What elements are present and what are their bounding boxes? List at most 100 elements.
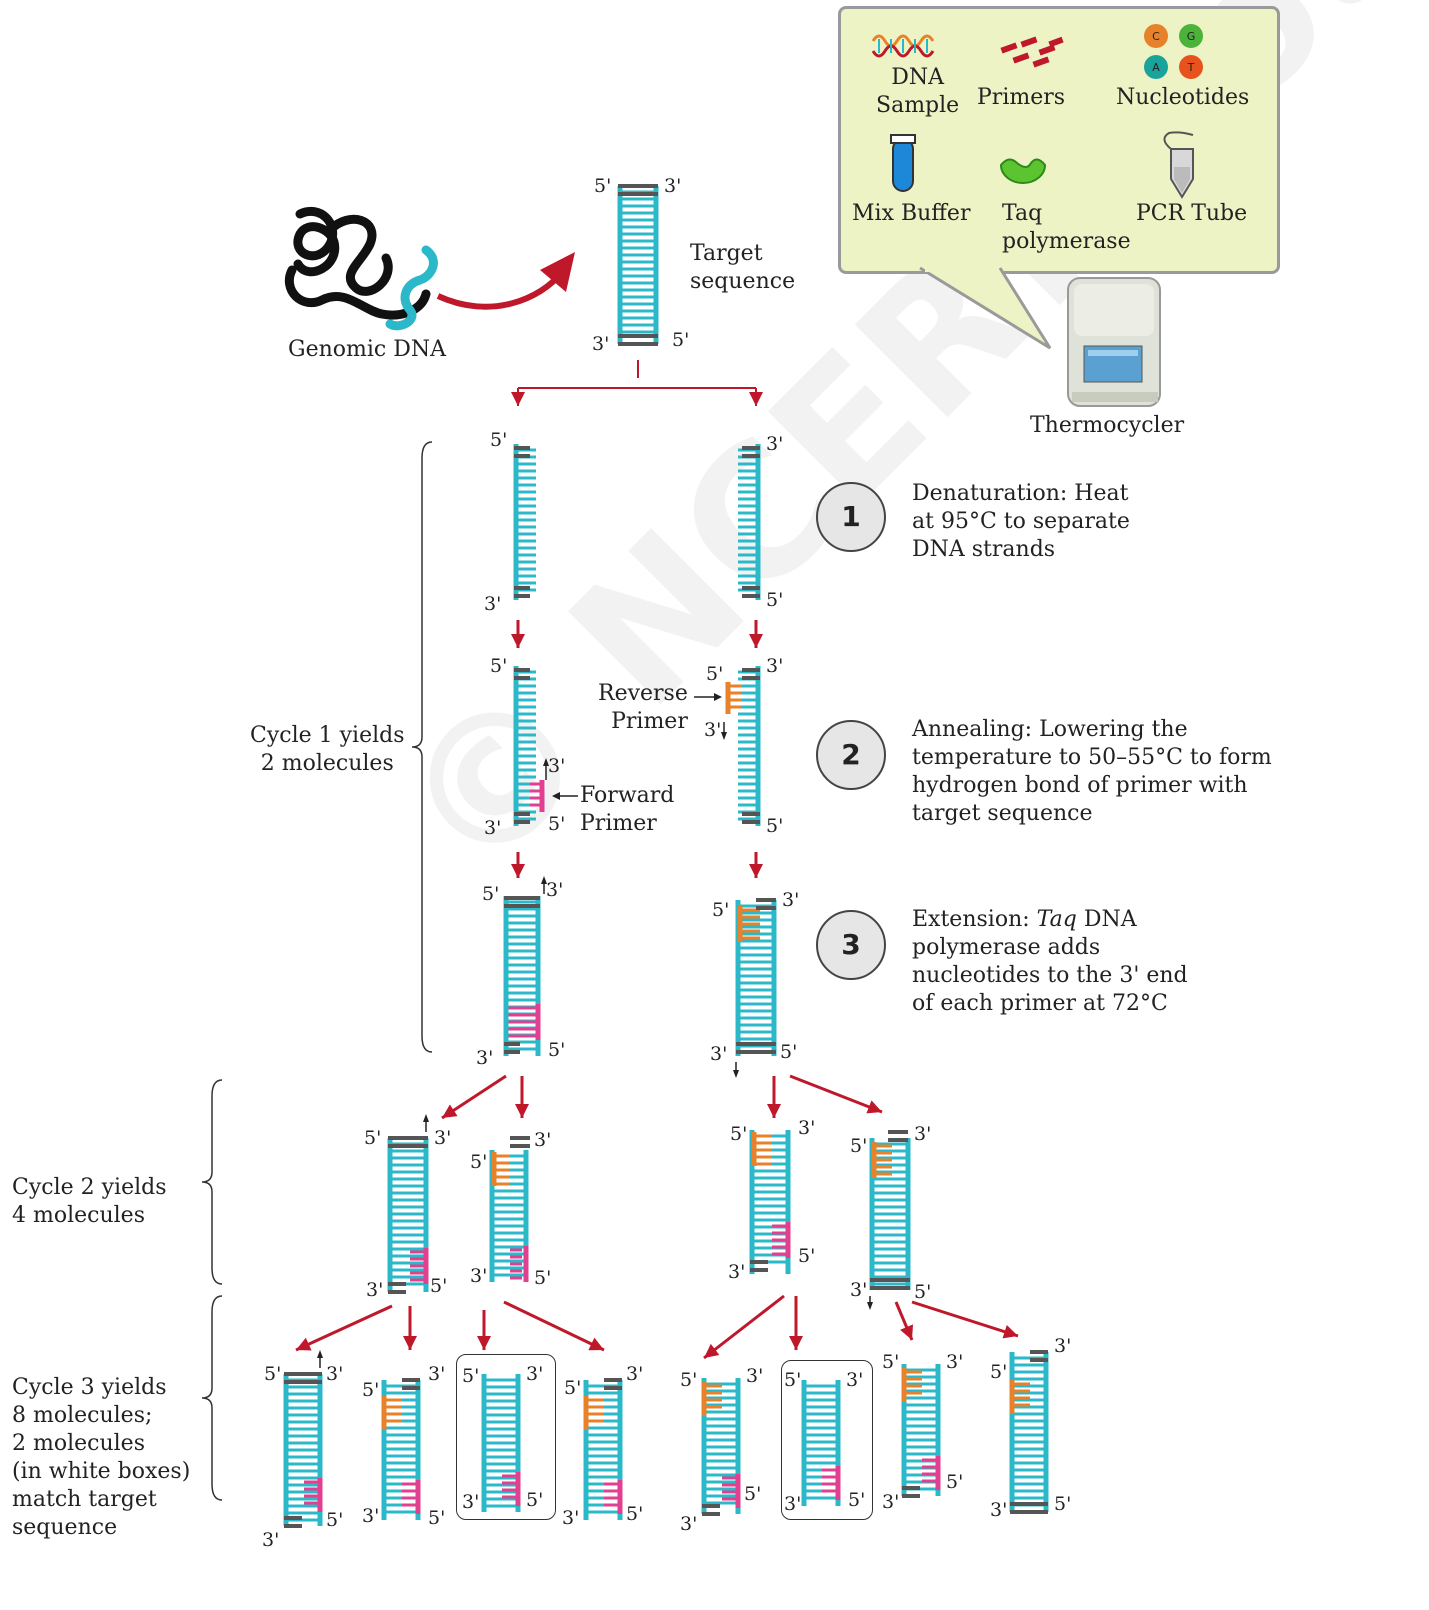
end-label: 5' <box>548 1039 565 1061</box>
branch-arrow-head <box>704 1343 720 1358</box>
branch-arrow-head <box>296 1337 312 1351</box>
end-label: 3' <box>484 593 501 615</box>
branch-arrow <box>911 1300 1019 1338</box>
split-arrow-right-head <box>749 392 763 406</box>
branch-arrow-head <box>767 1104 781 1118</box>
end-label: 5' <box>766 589 783 611</box>
flow-arrow-head <box>749 634 763 648</box>
pcr-tube-icon <box>1163 131 1194 199</box>
branch-arrow-head <box>866 1100 882 1114</box>
end-label: 3' <box>746 1365 763 1387</box>
end-label: 3' <box>704 719 721 741</box>
cycle-2-brace <box>201 1079 223 1285</box>
callout-tail <box>919 264 1052 350</box>
end-label: 5' <box>564 1377 581 1399</box>
end-label: 5' <box>428 1507 445 1529</box>
end-label: 5' <box>626 1503 643 1525</box>
reagents-legend: C G A T <box>838 6 1280 274</box>
end-label: 5' <box>672 329 689 351</box>
cycle-1-label: Cycle 1 yields 2 molecules <box>250 723 405 776</box>
strand-left-step2 <box>513 666 536 826</box>
cycle3-molecule-2 <box>381 1378 421 1520</box>
end-label: 5' <box>362 1379 379 1401</box>
end-label: 3' <box>680 1513 697 1535</box>
end-label: 5' <box>780 1041 797 1063</box>
branch-arrow-head <box>588 1337 604 1351</box>
reverse-primer-pointer-head <box>714 693 722 701</box>
end-label: 5' <box>534 1267 551 1289</box>
step-2-badge: 2 <box>816 720 886 790</box>
genomic-to-target-arrow-head <box>540 252 575 292</box>
taq-polymerase-icon <box>999 158 1047 184</box>
branch-arrow-head <box>1002 1325 1018 1339</box>
end-label: 3' <box>362 1505 379 1527</box>
cycle3-molecule-1 <box>283 1372 323 1528</box>
end-label: 5' <box>526 1489 543 1511</box>
cycle2-molecule-2 <box>489 1136 530 1282</box>
cycle-2-label: Cycle 2 yields 4 molecules <box>12 1175 167 1228</box>
end-label: 3' <box>326 1363 343 1385</box>
end-label: 5' <box>462 1365 479 1387</box>
end-label: 3' <box>262 1529 279 1551</box>
end-label: 3' <box>850 1279 867 1301</box>
end-label: 5' <box>848 1489 865 1511</box>
end-label: 3' <box>766 433 783 455</box>
reverse-primer-label: Reverse Primer <box>598 681 688 734</box>
end-label: 5' <box>594 175 611 197</box>
end-label: 5' <box>914 1281 931 1303</box>
end-label: 3' <box>428 1363 445 1385</box>
strand-left-step1 <box>513 444 536 600</box>
end-label: 5' <box>470 1151 487 1173</box>
matching-molecule-box-2 <box>781 1360 873 1520</box>
end-label: 5' <box>990 1361 1007 1383</box>
end-label: 3' <box>548 755 565 777</box>
cycle2-molecule-3 <box>749 1130 791 1274</box>
end-label: 5' <box>490 429 507 451</box>
extended-molecule-right <box>735 898 777 1056</box>
end-label: 3' <box>798 1117 815 1139</box>
end-label: 5' <box>364 1127 381 1149</box>
extension-direction-arrow-head <box>721 732 727 740</box>
end-label: 3' <box>710 1043 727 1065</box>
svg-text:C: C <box>1152 30 1160 43</box>
extension-direction-arrow-head <box>733 1070 739 1078</box>
end-label: 5' <box>730 1123 747 1145</box>
mix-buffer-icon <box>890 134 916 192</box>
branch-arrow-head <box>477 1336 491 1350</box>
end-label: 3' <box>846 1369 863 1391</box>
branch-arrow <box>503 1300 605 1352</box>
branch-arrow <box>295 1304 393 1352</box>
end-label: 5' <box>946 1471 963 1493</box>
end-label: 5' <box>430 1275 447 1297</box>
legend-nucleotides: Nucleotides <box>1116 85 1250 110</box>
cycle-1-brace <box>411 441 433 1053</box>
forward-primer-pointer-head <box>552 792 560 800</box>
step-1-text: Denaturation: Heat at 95°C to separate D… <box>912 481 1130 562</box>
end-label: 3' <box>546 879 563 901</box>
end-label: 3' <box>462 1491 479 1513</box>
end-label: 5' <box>264 1363 281 1385</box>
end-label: 5' <box>882 1351 899 1373</box>
end-label: 5' <box>680 1369 697 1391</box>
split-arrow-left-head <box>511 392 525 406</box>
cycle3-molecule-6-boxed <box>801 1380 841 1506</box>
end-label: 3' <box>626 1363 643 1385</box>
end-label: 3' <box>766 655 783 677</box>
branch-arrow <box>789 1074 883 1114</box>
branch-arrow-head <box>900 1324 914 1340</box>
extension-direction-arrow-head <box>867 1302 873 1310</box>
end-label: 3' <box>470 1265 487 1287</box>
end-label: 5' <box>482 883 499 905</box>
strand-right-step1 <box>738 444 761 600</box>
legend-dna-sample: DNA Sample <box>876 65 960 118</box>
end-label: 5' <box>784 1369 801 1391</box>
extension-direction-arrow-head <box>543 758 549 766</box>
end-label: 5' <box>1054 1493 1071 1515</box>
cycle2-molecule-4 <box>869 1130 911 1290</box>
end-label: 3' <box>882 1491 899 1513</box>
cycle3-molecule-7 <box>901 1364 941 1498</box>
end-label: 3' <box>784 1493 801 1515</box>
genomic-to-target-arrow <box>436 270 565 310</box>
extension-direction-arrow-head <box>541 876 547 884</box>
cycle3-molecule-8 <box>1009 1350 1049 1514</box>
